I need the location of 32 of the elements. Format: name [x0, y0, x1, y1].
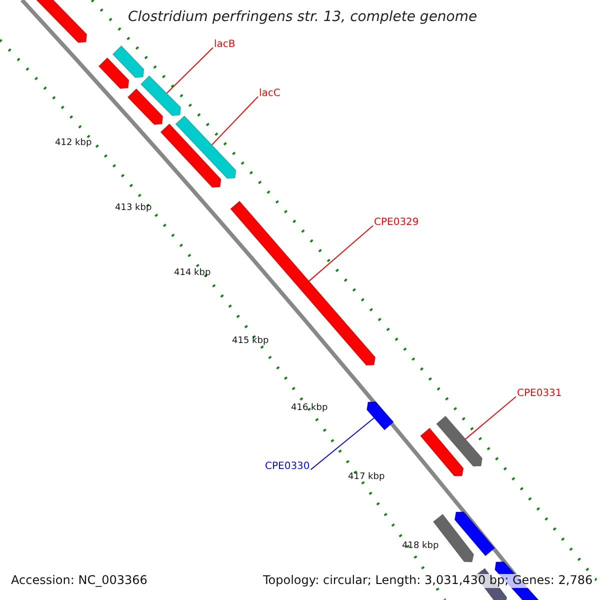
genome-info-text: Topology: circular; Length: 3,031,430 bp; Genes: 2,786 [261, 574, 595, 588]
gene-feature [436, 416, 483, 466]
accession-text: Accession: NC_003366 [9, 574, 150, 588]
tick-label: 415 kbp [232, 336, 269, 346]
gene-feature [230, 200, 376, 366]
leader-line [308, 225, 374, 282]
leader-line [211, 96, 258, 146]
gene-feature [366, 402, 394, 430]
tick-label: 413 kbp [115, 203, 152, 214]
leader-line [310, 417, 374, 470]
gene-label: CPE0331 [517, 388, 562, 400]
gene-label: CPE0330 [265, 461, 310, 472]
gene-feature [98, 57, 130, 89]
leader-line [166, 47, 214, 94]
gene-feature [175, 115, 236, 179]
gene-feature [140, 75, 182, 116]
tick-label: 418 kbp [402, 541, 439, 552]
gene-feature [127, 88, 164, 125]
tick-label: 417 kbp [348, 472, 385, 482]
tick-label: 416 kbp [291, 403, 328, 414]
gene-label: lacC [259, 88, 280, 100]
leader-line [465, 396, 516, 440]
tick-label: 414 kbp [174, 268, 211, 278]
gene-feature [160, 123, 222, 188]
gene-label: lacB [214, 39, 236, 50]
title: Clostridium perfringens str. 13, complete genome [128, 9, 478, 26]
gene-feature [454, 512, 496, 556]
gene-feature [420, 428, 464, 476]
gene-feature [112, 45, 144, 78]
tick-label: 412 kbp [55, 138, 92, 148]
gene-label: CPE0329 [374, 217, 419, 228]
gene-feature [35, 0, 88, 43]
